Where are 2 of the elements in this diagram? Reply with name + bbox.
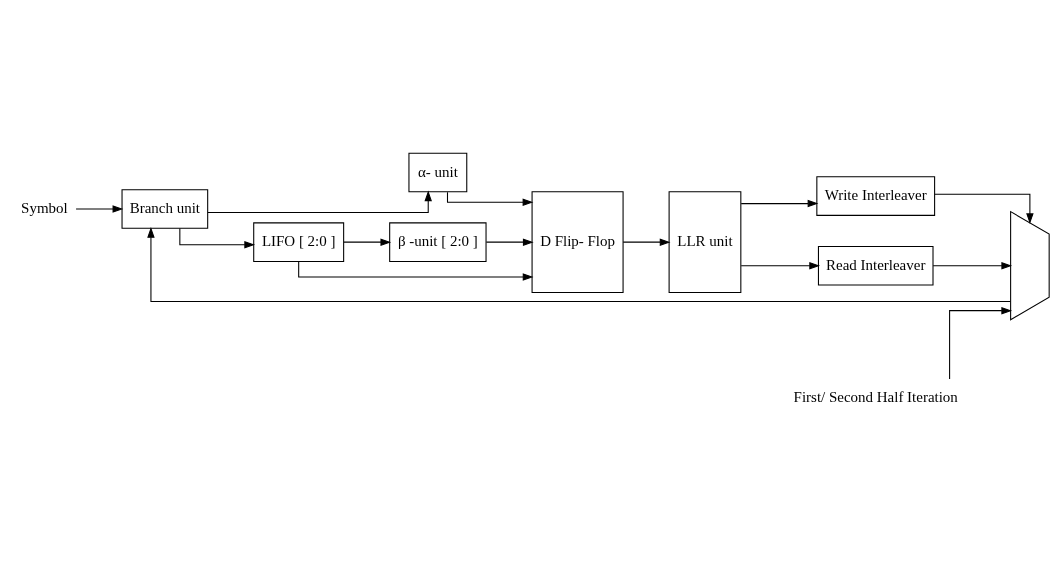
node-text: Symbol <box>21 199 68 216</box>
node-text: First/ Second Half Iteration <box>793 389 958 406</box>
